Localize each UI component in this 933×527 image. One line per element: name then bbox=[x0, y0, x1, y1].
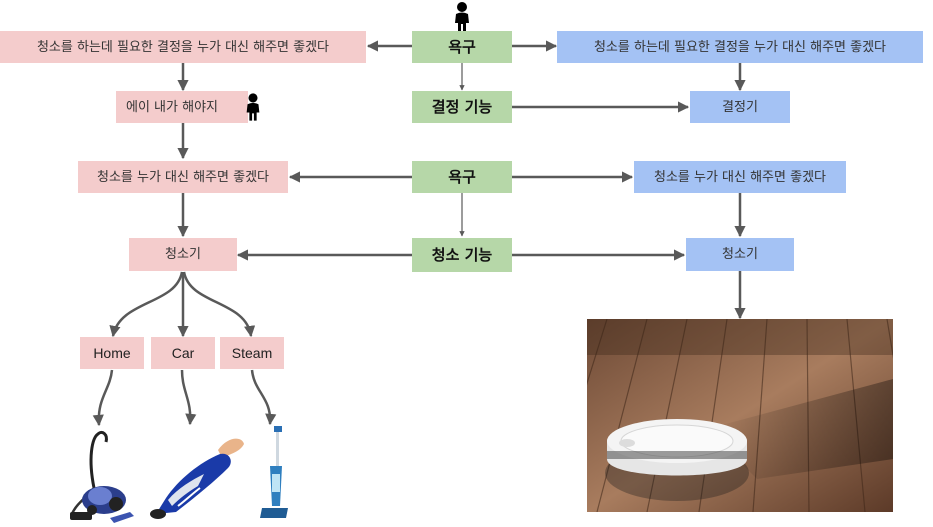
cleaning-function-box: 청소 기능 bbox=[412, 238, 512, 272]
right-wish-cleaning-box: 청소를 누가 대신 해주면 좋겠다 bbox=[634, 161, 846, 193]
arrow-branch-steam bbox=[182, 271, 256, 338]
decision-function-box: 결정 기능 bbox=[412, 91, 512, 123]
left-wish-decision-box: 청소를 하는데 필요한 결정을 누가 대신 해주면 좋겠다 bbox=[0, 31, 366, 63]
person-icon bbox=[455, 2, 469, 32]
arrow-home-to-image bbox=[92, 369, 114, 427]
right-wish-decision-box: 청소를 하는데 필요한 결정을 누가 대신 해주면 좋겠다 bbox=[557, 31, 923, 63]
type-car-box: Car bbox=[151, 337, 215, 369]
must-do-text: 에이 내가 해야지 bbox=[126, 99, 218, 115]
right-decider-box: 결정기 bbox=[690, 91, 790, 123]
arrow-car-to-image bbox=[180, 369, 197, 426]
arrow-branch-home bbox=[109, 271, 184, 338]
canister-vacuum-image bbox=[70, 430, 134, 523]
left-wish-cleaning-box: 청소를 누가 대신 해주면 좋겠다 bbox=[78, 161, 288, 193]
arrow-steam-to-image bbox=[250, 369, 277, 426]
type-steam-box: Steam bbox=[220, 337, 284, 369]
person-icon bbox=[246, 93, 260, 121]
type-home-box: Home bbox=[80, 337, 144, 369]
need-box-1: 욕구 bbox=[412, 31, 512, 63]
need-box-2: 욕구 bbox=[412, 161, 512, 193]
left-cleaner-box: 청소기 bbox=[129, 238, 237, 271]
robot-vacuum-photo bbox=[587, 319, 893, 512]
left-must-do-box: 에이 내가 해야지 bbox=[116, 91, 248, 123]
handheld-car-vacuum-image bbox=[150, 438, 244, 519]
right-cleaner-box: 청소기 bbox=[686, 238, 794, 271]
steam-mop-image bbox=[260, 426, 288, 518]
